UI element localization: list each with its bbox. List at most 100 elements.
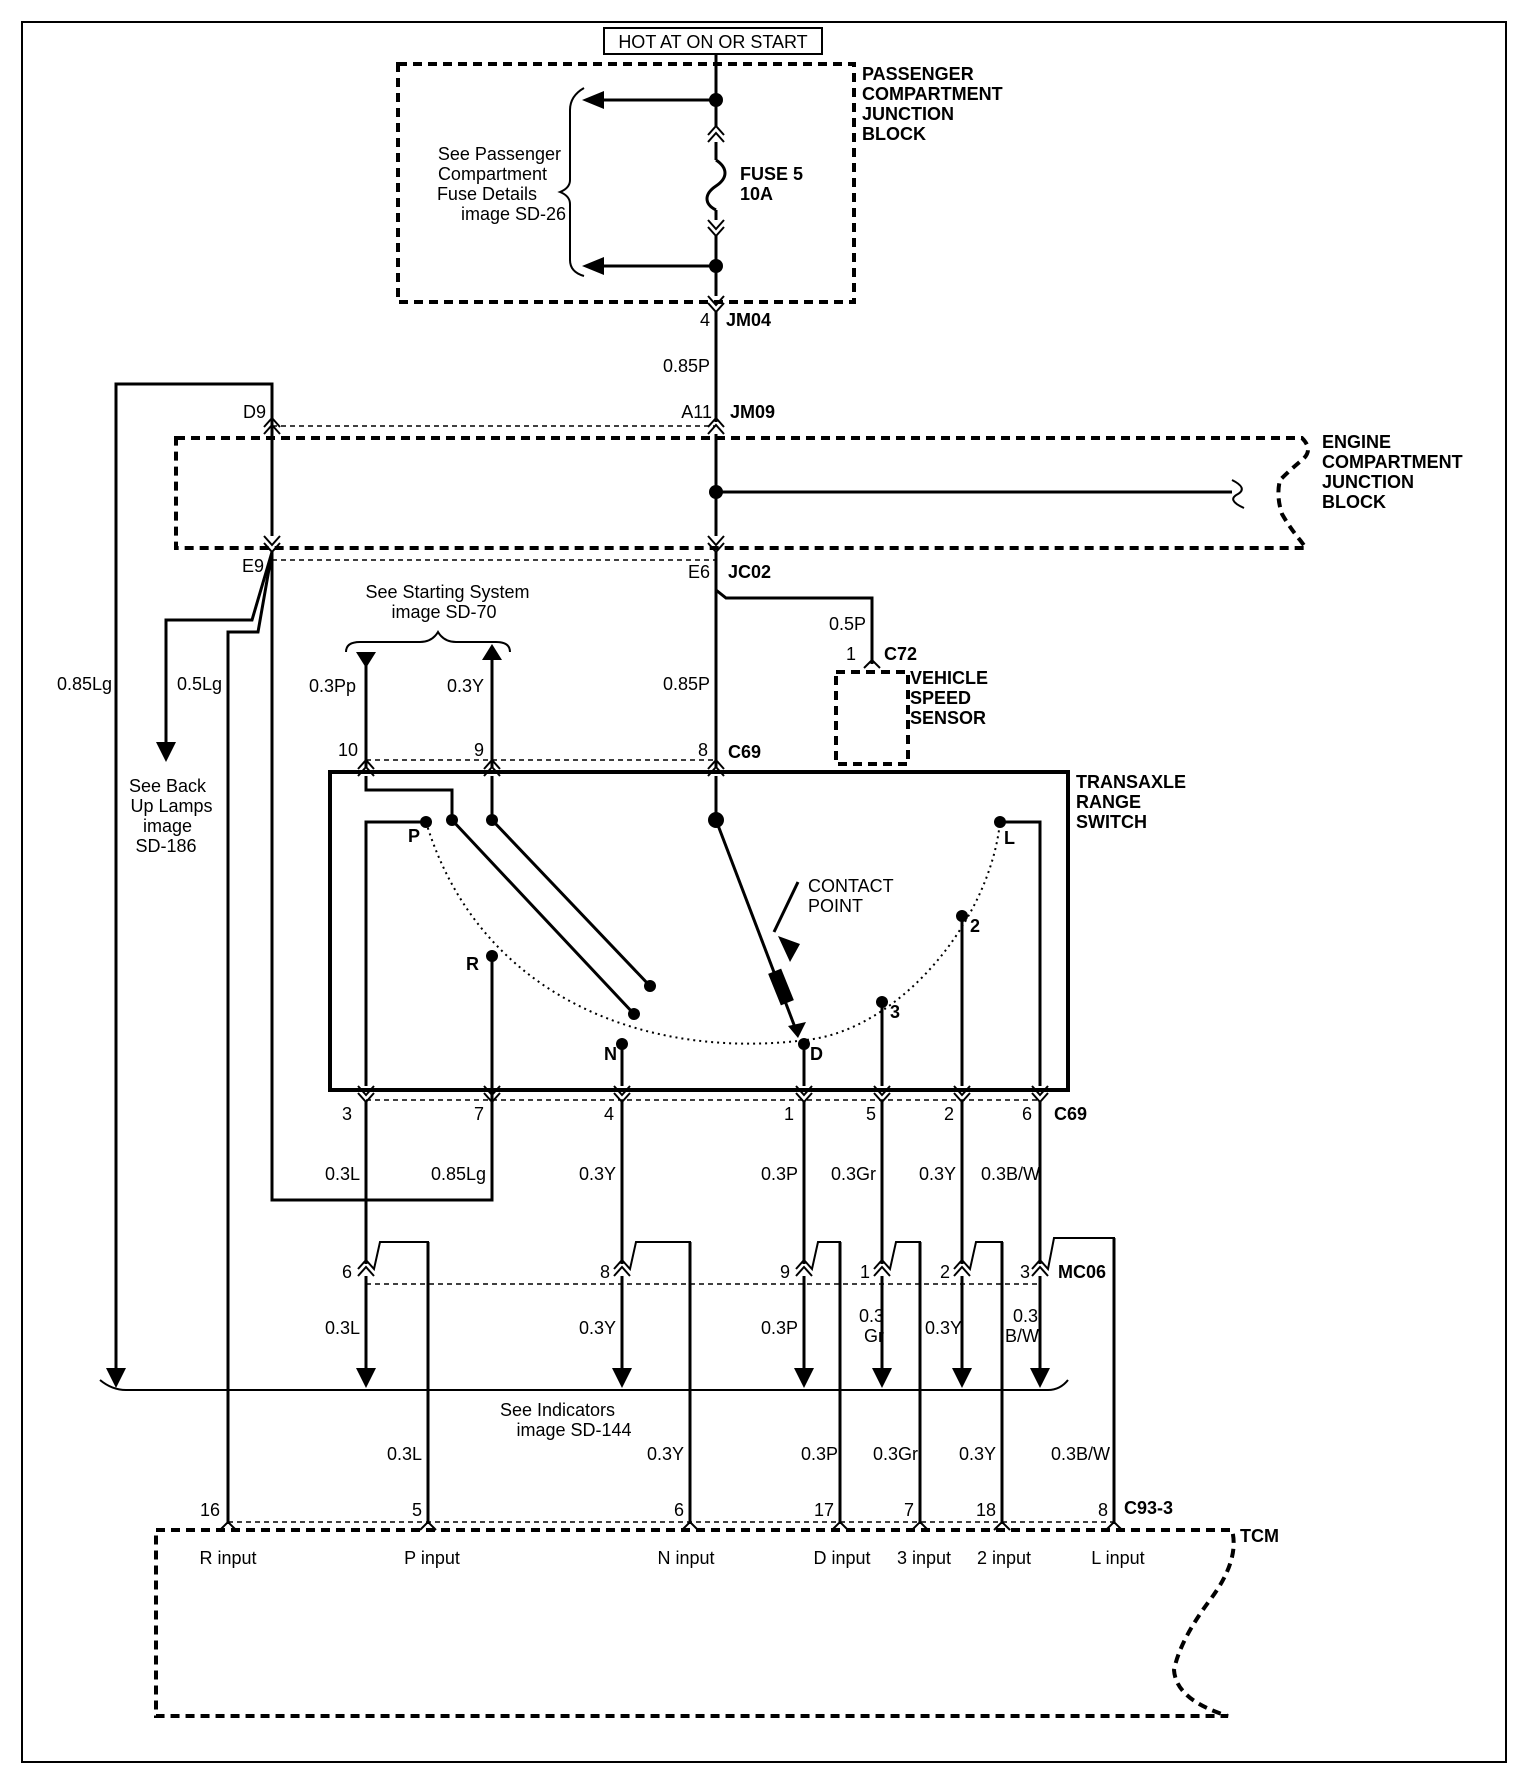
wire-label: 0.85P bbox=[663, 356, 710, 376]
wire-label: 0.3Y bbox=[447, 676, 484, 696]
wire-05lg bbox=[164, 551, 274, 742]
pin-label: 4 bbox=[604, 1104, 614, 1124]
c93-connector-pins bbox=[219, 1520, 1123, 1531]
wire-label: 0.3P bbox=[801, 1444, 838, 1464]
wire-label: 0.3Y bbox=[959, 1444, 996, 1464]
passenger-junction-block bbox=[396, 62, 856, 304]
wire-label: 0.3P bbox=[761, 1318, 798, 1338]
connector-label-mc06: MC06 bbox=[1058, 1262, 1106, 1282]
pin-label: 16 bbox=[200, 1500, 220, 1520]
wiper-blade bbox=[490, 818, 652, 988]
contact-point-icon bbox=[768, 968, 794, 1006]
transaxle-title: TRANSAXLE RANGE SWITCH bbox=[1076, 772, 1191, 832]
arrow-down-icon bbox=[356, 652, 376, 668]
wire-label: 0.85P bbox=[663, 674, 710, 694]
pin-label: 6 bbox=[1022, 1104, 1032, 1124]
position-label-l: L bbox=[1004, 828, 1015, 848]
pin-label: 5 bbox=[866, 1104, 876, 1124]
wire-label: 0.3Pp bbox=[309, 676, 356, 696]
pin-label: E9 bbox=[242, 556, 264, 576]
arrow-down-icons bbox=[356, 1368, 1050, 1388]
tcm-input-label: L input bbox=[1091, 1548, 1144, 1568]
arrow-left-icon bbox=[582, 257, 604, 275]
fuse-label: FUSE 5 10A bbox=[740, 164, 808, 204]
tcm-module bbox=[154, 1528, 1236, 1718]
position-label-d: D bbox=[810, 1044, 823, 1064]
arrow-left-icon bbox=[582, 91, 604, 109]
pin-label: 8 bbox=[600, 1262, 610, 1282]
wire-label: 0.3Gr bbox=[873, 1444, 918, 1464]
wire-label: 0.5P bbox=[829, 614, 866, 634]
tcm-title: TCM bbox=[1240, 1526, 1279, 1546]
tcm-input-label: N input bbox=[657, 1548, 714, 1568]
position-label-r: R bbox=[466, 954, 479, 974]
tcm-input-label: 2 input bbox=[977, 1548, 1031, 1568]
position-label-n: N bbox=[604, 1044, 617, 1064]
fuse-connector-icon bbox=[707, 219, 725, 238]
wire-label: 0.85Lg bbox=[57, 674, 112, 694]
tcm-input-label: R input bbox=[199, 1548, 256, 1568]
fuse-connector-icon bbox=[707, 124, 725, 143]
fuse-details-bracket bbox=[557, 87, 585, 277]
pin-label: 7 bbox=[474, 1104, 484, 1124]
pin-label: 6 bbox=[342, 1262, 352, 1282]
wire-label: 0.3P bbox=[761, 1164, 798, 1184]
pin-label: 7 bbox=[904, 1500, 914, 1520]
pin-label: 10 bbox=[338, 740, 358, 760]
wire-label: 0.3Y bbox=[647, 1444, 684, 1464]
tcm-input-label: D input bbox=[813, 1548, 870, 1568]
connector-label-c69: C69 bbox=[728, 742, 761, 762]
wire-label-stacked: 0.3 Gr bbox=[859, 1306, 889, 1346]
wiper-blade bbox=[450, 818, 636, 1016]
fuse-details-note: See Passenger Compartment Fuse Details i… bbox=[437, 144, 566, 224]
pin-label: 9 bbox=[474, 740, 484, 760]
pin-label: 17 bbox=[814, 1500, 834, 1520]
tcm-input-label: P input bbox=[404, 1548, 460, 1568]
wire-label: 0.3L bbox=[325, 1164, 360, 1184]
pin-label: 4 bbox=[700, 310, 710, 330]
pin-label: D9 bbox=[243, 402, 266, 422]
wire-085lg-indicators bbox=[114, 382, 274, 1370]
position-label-p: P bbox=[408, 826, 420, 846]
page-border bbox=[21, 21, 1507, 1763]
pin-label: 18 bbox=[976, 1500, 996, 1520]
wire-label: 0.3Y bbox=[579, 1164, 616, 1184]
pin-label: 5 bbox=[412, 1500, 422, 1520]
wire-085lg-tcm bbox=[226, 551, 274, 1524]
indicators-note: See Indicators image SD-144 bbox=[500, 1400, 632, 1440]
range-arc bbox=[425, 821, 1001, 1045]
vss-title: VEHICLE SPEED SENSOR bbox=[910, 668, 993, 728]
tcm-input-label: 3 input bbox=[897, 1548, 951, 1568]
connector-label-c69-bottom: C69 bbox=[1054, 1104, 1087, 1124]
vehicle-speed-sensor bbox=[834, 670, 910, 766]
pin-label: 1 bbox=[846, 644, 856, 664]
position-label-3: 3 bbox=[890, 1002, 900, 1022]
wire-label: 0.3L bbox=[325, 1318, 360, 1338]
pin-label: 8 bbox=[698, 740, 708, 760]
connector-jm09-icon bbox=[707, 416, 725, 435]
wire-085lg-c69-7 bbox=[270, 552, 494, 1202]
connector-label-jc02: JC02 bbox=[728, 562, 771, 582]
pin-label: 2 bbox=[940, 1262, 950, 1282]
wire-label: 0.3Gr bbox=[831, 1164, 876, 1184]
pin-label: 2 bbox=[944, 1104, 954, 1124]
wire-label: 0.3B/W bbox=[981, 1164, 1040, 1184]
wire-label: 0.5Lg bbox=[177, 674, 222, 694]
engine-jb-title: ENGINE COMPARTMENT JUNCTION BLOCK bbox=[1322, 432, 1468, 512]
pin-label: E6 bbox=[688, 562, 710, 582]
wire-label: 0.3Y bbox=[925, 1318, 962, 1338]
pin-label: 9 bbox=[780, 1262, 790, 1282]
pin-label: 1 bbox=[860, 1262, 870, 1282]
connector-label-c72: C72 bbox=[884, 644, 917, 664]
wire-label: 0.3Y bbox=[579, 1318, 616, 1338]
power-label-box bbox=[603, 27, 823, 55]
pin-label: A11 bbox=[681, 402, 712, 422]
engine-junction-block bbox=[174, 436, 1310, 550]
arrow-down-icon bbox=[156, 742, 176, 762]
wire-label: 0.3Y bbox=[919, 1164, 956, 1184]
connector-label-c93: C93-3 bbox=[1124, 1498, 1173, 1518]
starting-system-bracket bbox=[345, 630, 511, 653]
wire-label: 0.85Lg bbox=[431, 1164, 486, 1184]
